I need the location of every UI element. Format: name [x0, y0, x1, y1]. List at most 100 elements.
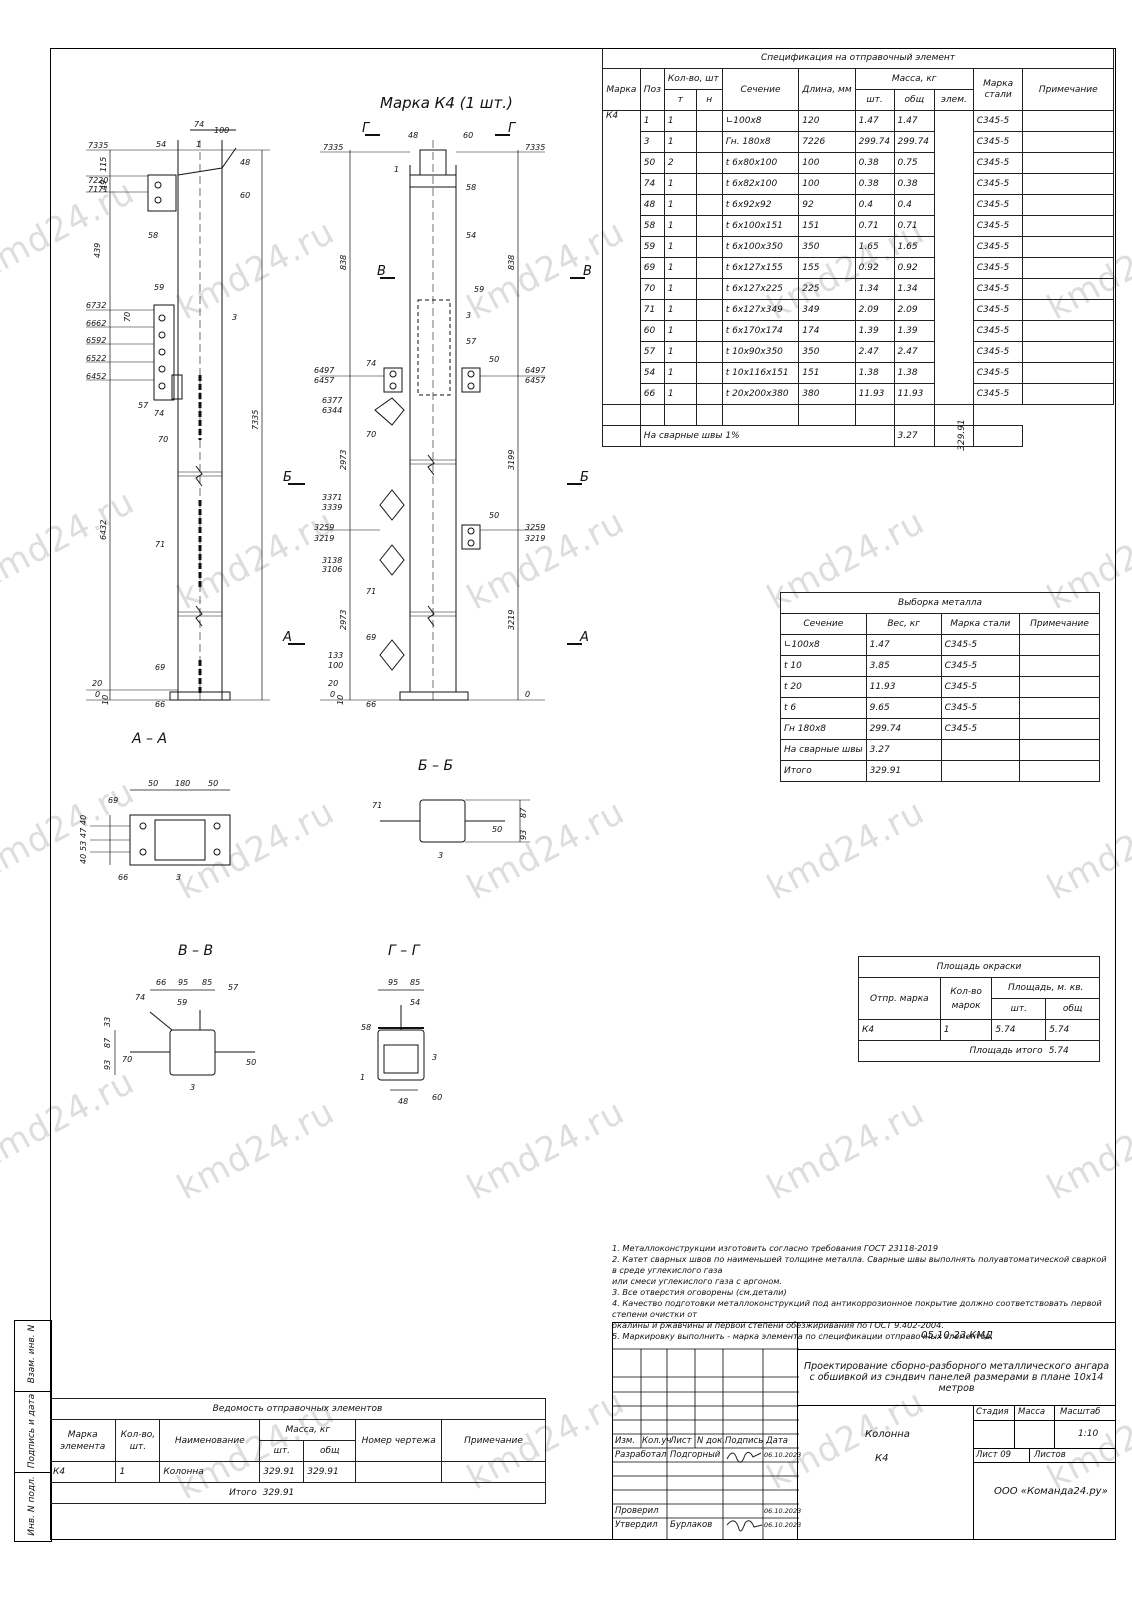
spec-cell-steel: С345-5 [972, 131, 1024, 153]
okraska-col-mark: Отпр. марка [858, 977, 941, 1020]
part-label: 3 [232, 313, 237, 322]
dim-label: 53 [79, 841, 88, 851]
dim-label: 3219 [314, 534, 334, 543]
section-label-bb: Б – Б [418, 758, 453, 774]
vedomost-table: Ведомость отправочных элементов Марка эл… [50, 1398, 546, 1504]
stamp-listov-label: Листов [1034, 1450, 1066, 1460]
stamp-masshtab-label: Масштаб [1060, 1407, 1101, 1417]
part-label: 3 [176, 873, 181, 882]
spec-col-marka: Марка [602, 68, 641, 111]
dim-label: 40 [79, 854, 88, 864]
spec-cell-note [1022, 320, 1114, 342]
spec-cell: t 6х92х92 [721, 194, 800, 216]
spec-cell [695, 299, 723, 321]
part-label: 48 [398, 1097, 408, 1106]
vyborka-cell: 11.93 [865, 676, 942, 698]
dim-label: 70 [123, 312, 132, 322]
dim-label: 20 [328, 679, 338, 688]
vedomost-cell [355, 1461, 443, 1483]
part-label: 60 [432, 1093, 442, 1102]
part-label: 69 [108, 796, 118, 805]
vyborka-cell: Гн 180х8 [780, 718, 867, 740]
section-label-gg: Г – Г [388, 943, 421, 959]
stamp-massa-label: Масса [1018, 1407, 1046, 1417]
spec-cell [695, 320, 723, 342]
part-label: 1 [360, 1073, 365, 1082]
vedomost-cell: 329.91 [259, 1461, 305, 1483]
spec-cell-steel: С345-5 [972, 215, 1024, 237]
spec-cell-note [1022, 257, 1114, 279]
spec-cell: 66 [639, 383, 665, 405]
vedomost-cell [441, 1461, 546, 1483]
spec-cell-note [1022, 383, 1114, 405]
spec-cell-note [1022, 131, 1114, 153]
spec-col-elem: элем. [934, 89, 974, 111]
spec-cell: 92 [798, 194, 856, 216]
spec-cell-steel: С345-5 [972, 299, 1024, 321]
spec-cell-note [1022, 362, 1114, 384]
spec-cell-steel: С345-5 [972, 362, 1024, 384]
spec-welds-value: 3.27 [893, 425, 936, 447]
spec-cell: 2 [663, 152, 697, 174]
signature-razrab [726, 1451, 762, 1463]
spec-col-primech: Примечание [1022, 68, 1114, 111]
cut-letter: В [583, 264, 592, 279]
spec-cell: 11.93 [854, 383, 895, 405]
dim-label: 3138 [322, 556, 342, 565]
cut-letter: А [282, 630, 292, 645]
spec-col-kolvo: Кол-во, шт [663, 68, 723, 90]
spec-cell-steel: С345-5 [972, 110, 1024, 132]
part-label: 54 [410, 998, 420, 1007]
part-label: 54 [156, 140, 166, 149]
vyborka-cell [1019, 634, 1100, 656]
part-label: 71 [372, 801, 382, 810]
spec-cell: 1.34 [854, 278, 895, 300]
dim-label: 10 [336, 695, 345, 705]
spec-cell: 151 [798, 362, 856, 384]
dim-label: 87 [519, 807, 528, 818]
dim-label: 6522 [86, 354, 106, 363]
dim-label: 85 [202, 978, 212, 987]
stamp-stadia-label: Стадия [976, 1407, 1009, 1417]
vedomost-cell: 329.91 [303, 1461, 357, 1483]
spec-cell: 350 [798, 236, 856, 258]
spec-cell: 58 [639, 215, 665, 237]
spec-cell-steel: С345-5 [972, 383, 1024, 405]
part-label: 66 [366, 700, 376, 709]
spec-cell: 225 [798, 278, 856, 300]
part-label: 59 [177, 998, 187, 1007]
spec-cell: 349 [798, 299, 856, 321]
dim-label: 95 [178, 978, 188, 987]
spec-cell: t 6х100х151 [721, 215, 800, 237]
spec-cell: 54 [639, 362, 665, 384]
spec-cell: 151 [798, 215, 856, 237]
spec-cell: 69 [639, 257, 665, 279]
vyborka-cell: 1.47 [865, 634, 942, 656]
spec-cell: t 10х116х151 [721, 362, 800, 384]
vedomost-total-value: 329.91 [259, 1482, 546, 1504]
dim-label: 7335 [251, 410, 260, 430]
spec-cell: 1 [663, 320, 697, 342]
spec-cell-steel: С345-5 [972, 341, 1024, 363]
dim-label: 0 [330, 690, 335, 699]
okraska-col-obsh: общ [1045, 998, 1100, 1020]
spec-cell: 2.09 [854, 299, 895, 321]
part-label: 60 [463, 131, 473, 140]
vyborka-cell [1019, 718, 1100, 740]
spec-cell: 3 [639, 131, 665, 153]
spec-cell-note [1022, 173, 1114, 195]
spec-col-t: т [663, 89, 697, 111]
spec-cell [695, 236, 723, 258]
spec-cell: t 6х127х155 [721, 257, 800, 279]
spec-cell: 1.47 [893, 110, 936, 132]
okraska-cell: 5.74 [991, 1019, 1047, 1041]
part-label: 74 [154, 409, 164, 418]
spec-cell: 2.09 [893, 299, 936, 321]
vedomost-col-massa: Масса, кг [259, 1419, 357, 1441]
spec-cell: 1 [639, 110, 665, 132]
spec-table: Спецификация на отправочный элемент Марк… [602, 48, 1114, 447]
